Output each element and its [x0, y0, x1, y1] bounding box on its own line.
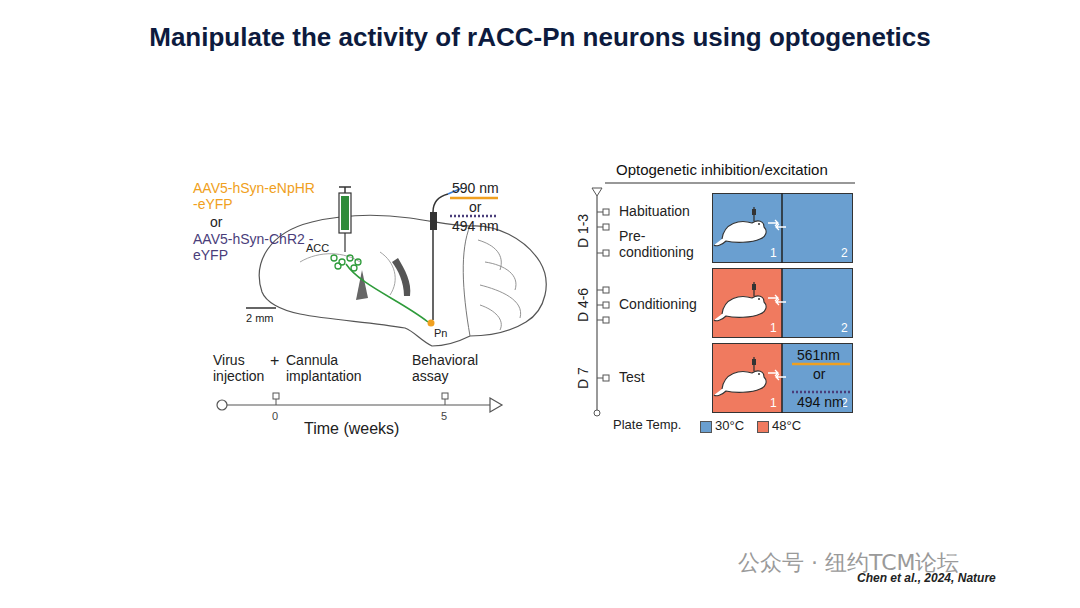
wavelength-label: 494 nm [452, 218, 499, 234]
phase-label: Test [619, 369, 645, 385]
slide-title: Manipulate the activity of rACC-Pn neuro… [0, 22, 1080, 53]
wavelength-label: 590 nm [452, 180, 499, 196]
legend-text: 48°C [772, 419, 801, 434]
virus-label: AAV5-hSyn-ChR2 -eYFP [193, 231, 323, 263]
or-text: or [469, 199, 481, 215]
legend-heading: Plate Temp. [613, 418, 681, 433]
citation: Chen et al., 2024, Nature [857, 572, 996, 586]
chamber-number: 1 [770, 247, 777, 261]
mouse-drawing [712, 193, 853, 263]
scale-label: 2 mm [246, 312, 274, 325]
chamber-panel: 12561nmor494 nm [712, 343, 853, 413]
legend-swatch [757, 421, 769, 433]
timeline-label: Cannula implantation [286, 352, 378, 384]
panel-heading: Optogenetic inhibition/excitation [616, 161, 828, 178]
phase-label: Conditioning [619, 296, 697, 312]
chamber-number: 1 [770, 397, 777, 411]
wavelength-label: 494 nm [797, 394, 844, 410]
or-text: or [210, 214, 222, 230]
phase-label: Pre-conditioning [619, 228, 711, 260]
tick-number: 5 [441, 410, 447, 423]
mouse-drawing [712, 268, 853, 338]
chamber-number: 1 [770, 322, 777, 336]
timeline-label: Virus injection [213, 352, 279, 384]
tick-number: 0 [272, 410, 278, 423]
phase-label: Habituation [619, 203, 690, 219]
chamber-number: 2 [841, 322, 848, 336]
wavelength-label: 561nm [797, 347, 840, 363]
chamber-panel: 12 [712, 268, 853, 338]
region-label: ACC [306, 242, 329, 255]
axis-label: Time (weeks) [304, 420, 399, 438]
day-label: D 7 [575, 367, 591, 389]
day-label: D 1-3 [575, 214, 591, 248]
day-label: D 4-6 [575, 288, 591, 322]
timeline-label: Behavioral assay [412, 352, 484, 384]
legend-text: 30°C [715, 419, 744, 434]
virus-label: AAV5-hSyn-eNpHR -eYFP [193, 180, 323, 212]
legend-swatch [700, 421, 712, 433]
region-label: Pn [434, 327, 447, 340]
plus-sign: + [270, 352, 279, 370]
chamber-number: 2 [841, 247, 848, 261]
chamber-panel: 12 [712, 193, 853, 263]
wavelength-label: or [813, 366, 825, 382]
